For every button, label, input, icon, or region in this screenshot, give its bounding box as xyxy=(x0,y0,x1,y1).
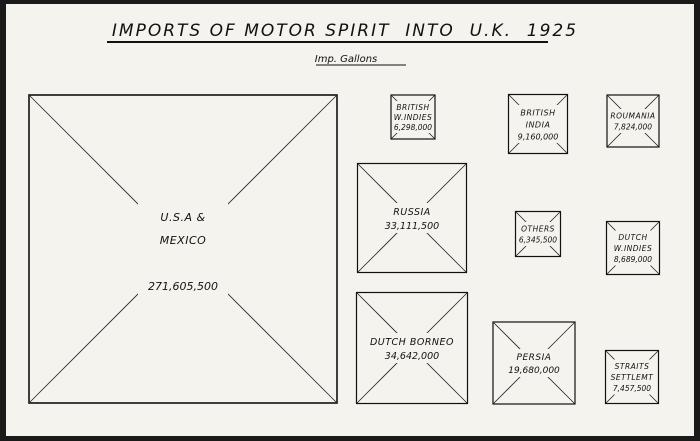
value-label: 19,680,000 xyxy=(508,366,560,376)
area-square xyxy=(604,349,660,405)
country-label: W.INDIES xyxy=(614,244,653,253)
country-label: STRAITS xyxy=(615,362,650,371)
label-backdrop xyxy=(360,333,464,363)
value-label: 6,298,000 xyxy=(394,123,432,132)
area-square xyxy=(356,162,468,274)
label-backdrop xyxy=(517,222,559,246)
value-label: 271,605,500 xyxy=(148,280,218,293)
label-backdrop xyxy=(496,349,572,377)
area-square xyxy=(507,93,569,155)
box-russia: RUSSIA 33,111,500 xyxy=(356,162,468,274)
country-label: PERSIA xyxy=(517,353,552,363)
label-backdrop xyxy=(138,202,228,296)
country-label: SETTLEMT xyxy=(611,373,655,382)
label-backdrop xyxy=(361,203,463,233)
value-label: 7,457,500 xyxy=(613,384,651,393)
value-label: 33,111,500 xyxy=(385,221,439,232)
value-label: 9,160,000 xyxy=(518,132,559,141)
country-label: BRITISH xyxy=(396,103,429,112)
label-backdrop xyxy=(609,109,657,133)
area-square xyxy=(605,220,661,276)
box-u-s-a-mexico: U.S.A & MEXICO 271,605,500 xyxy=(28,94,338,404)
box-dutch-borneo: DUTCH BORNEO 34,642,000 xyxy=(355,291,469,405)
area-square xyxy=(514,210,562,258)
country-label: U.S.A & xyxy=(160,211,205,224)
area-square xyxy=(390,94,436,140)
chart-subtitle: Imp. Gallons xyxy=(315,54,378,65)
box-dutch-w-indies: DUTCH W.INDIES 8,689,000 xyxy=(605,220,661,276)
area-square xyxy=(28,94,338,404)
box-straits-settlemt: STRAITS SETTLEMT 7,457,500 xyxy=(604,349,660,405)
country-label: MEXICO xyxy=(160,234,207,247)
value-label: 7,824,000 xyxy=(614,123,652,132)
country-label: DUTCH BORNEO xyxy=(370,337,454,348)
value-label: 8,689,000 xyxy=(614,255,652,264)
label-backdrop xyxy=(607,359,657,395)
chart-title: IMPORTS OF MOTOR SPIRIT INTO U.K. 1925 xyxy=(112,21,578,41)
country-label: OTHERS xyxy=(521,225,555,234)
country-label: ROUMANIA xyxy=(610,112,655,121)
box-british-india: BRITISH INDIA 9,160,000 xyxy=(507,93,569,155)
area-square xyxy=(355,291,469,405)
area-square xyxy=(606,94,660,148)
country-label: INDIA xyxy=(526,120,551,129)
value-label: 34,642,000 xyxy=(385,351,439,362)
area-square xyxy=(492,321,576,405)
country-label: W.INDIES xyxy=(394,113,433,122)
label-backdrop xyxy=(510,105,566,143)
box-persia: PERSIA 19,680,000 xyxy=(492,321,576,405)
country-label: BRITISH xyxy=(520,108,555,117)
value-label: 6,345,500 xyxy=(519,236,557,245)
label-backdrop xyxy=(392,101,434,133)
label-backdrop xyxy=(608,230,658,266)
country-label: DUTCH xyxy=(618,233,647,242)
chart-card xyxy=(6,4,694,436)
country-label: RUSSIA xyxy=(393,207,431,218)
box-others: OTHERS 6,345,500 xyxy=(514,210,562,258)
box-roumania: ROUMANIA 7,824,000 xyxy=(606,94,660,148)
